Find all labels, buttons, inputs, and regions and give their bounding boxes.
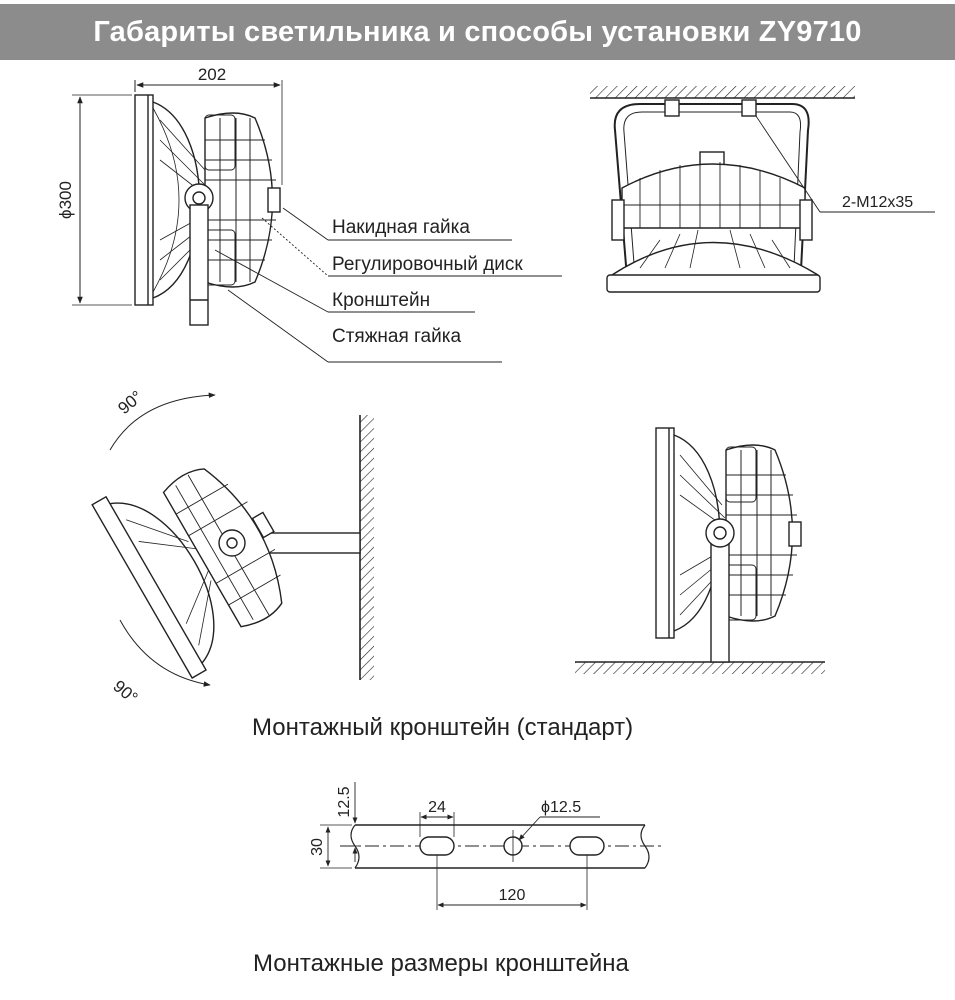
side-view-luminaire	[134, 94, 281, 326]
callout-cap-nut: Накидная гайка	[332, 217, 470, 238]
ceiling-mount-view: 2-M12x35	[590, 86, 935, 293]
callout-leaders	[214, 207, 562, 363]
callout-bracket: Кронштейн	[332, 290, 430, 311]
page-title: Габариты светильника и способы установки…	[93, 16, 862, 48]
slot-width-label: 24	[428, 799, 446, 816]
hole-diameter-label: ϕ12.5	[541, 799, 581, 816]
dimension-300-label: ϕ300	[56, 181, 75, 219]
floor-mount-view	[575, 427, 825, 674]
slot-spacing-label: 120	[499, 887, 526, 904]
caption-bracket-standard: Монтажный кронштейн (стандарт)	[252, 714, 634, 741]
callout-adjusting-disc: Регулировочный диск	[332, 254, 523, 275]
dimension-300: ϕ300	[56, 94, 132, 306]
angle-top-label: 90°	[114, 387, 146, 418]
bracket-dimension-drawing: 24 ϕ12.5 120 30 12.5	[309, 782, 665, 910]
dimension-202: 202	[134, 65, 283, 185]
callout-clamp-nut: Стяжная гайка	[332, 326, 461, 347]
caption-bracket-dimensions: Монтажные размеры кронштейна	[253, 950, 629, 977]
plate-height-label: 30	[309, 838, 326, 856]
title-bar: Габариты светильника и способы установки…	[0, 4, 955, 60]
wall-mount-view: 90° 90°	[91, 387, 374, 708]
bolt-spec-label: 2-M12x35	[842, 194, 913, 211]
dimension-202-label: 202	[198, 65, 226, 84]
angle-bottom-label: 90°	[109, 677, 141, 708]
hole-offset-label: 12.5	[336, 786, 353, 817]
